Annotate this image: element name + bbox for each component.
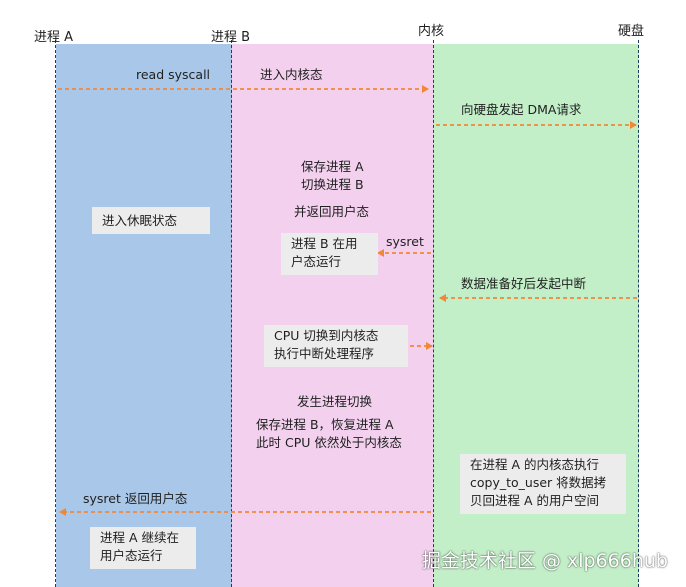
save-process-a-label: 保存进程 A <box>301 159 364 174</box>
cpu-kernel-line1: CPU 切换到内核态 <box>274 328 379 343</box>
switch-process-b-label: 切换进程 B <box>301 177 364 192</box>
process-b-running-box: 进程 B 在用 户态运行 <box>281 233 378 275</box>
sleep-state-box: 进入休眠状态 <box>92 207 210 234</box>
cpu-kernel-line2: 执行中断处理程序 <box>274 346 375 361</box>
copy-to-user-box: 在进程 A 的内核态执行 copy_to_user 将数据拷 贝回进程 A 的用… <box>460 454 626 514</box>
read-syscall-label: read syscall <box>136 67 211 82</box>
kernel-header: 内核 <box>418 24 445 39</box>
copy-to-user-line1: 在进程 A 的内核态执行 <box>470 457 599 472</box>
dma-request-label: 向硬盘发起 DMA请求 <box>461 102 582 117</box>
sleep-state-text: 进入休眠状态 <box>102 213 178 228</box>
process-b-header: 进程 B <box>211 30 251 45</box>
sysret-return-label: sysret 返回用户态 <box>83 491 188 506</box>
context-switch-label: 发生进程切换 <box>297 394 373 409</box>
process-a-continue-box: 进程 A 继续在 用户态运行 <box>90 527 196 569</box>
return-user-mode-label: 并返回用户态 <box>294 204 370 219</box>
sysret-label: sysret <box>386 234 424 249</box>
disk-header: 硬盘 <box>618 24 645 39</box>
enter-kernel-label: 进入内核态 <box>260 67 323 82</box>
cpu-kernel-box: CPU 切换到内核态 执行中断处理程序 <box>264 325 408 367</box>
process-b-running-line2: 户态运行 <box>291 254 342 269</box>
process-b-running-line1: 进程 B 在用 <box>291 236 358 251</box>
disk-lifeline <box>638 40 639 587</box>
process-a-header: 进程 A <box>34 30 74 45</box>
data-ready-label: 数据准备好后发起中断 <box>461 276 587 291</box>
cpu-still-kernel-label: 此时 CPU 依然处于内核态 <box>256 435 402 450</box>
process-b-lane <box>232 44 434 587</box>
process-a-lifeline <box>55 40 56 587</box>
process-a-continue-line2: 用户态运行 <box>100 548 163 563</box>
process-a-continue-line1: 进程 A 继续在 <box>100 530 179 545</box>
copy-to-user-line2: copy_to_user 将数据拷 <box>470 475 607 490</box>
process-b-lifeline <box>231 40 232 587</box>
save-b-restore-a-label: 保存进程 B，恢复进程 A <box>256 417 394 432</box>
watermark: 掘金技术社区 @ xlp666hub <box>421 550 668 572</box>
kernel-lifeline <box>433 40 434 587</box>
copy-to-user-line3: 贝回进程 A 的用户空间 <box>470 493 599 508</box>
process-a-lane <box>56 44 232 587</box>
